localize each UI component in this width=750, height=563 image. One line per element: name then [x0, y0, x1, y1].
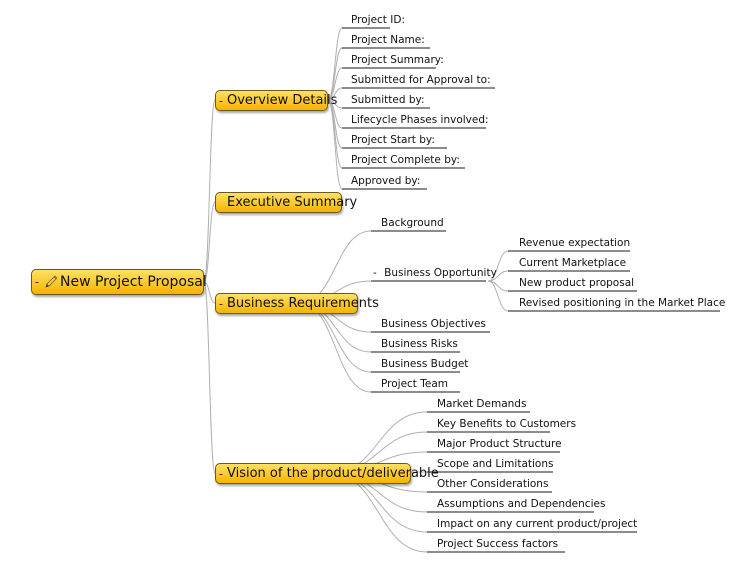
opportunity-item[interactable]: New product proposal — [519, 277, 635, 289]
branch-vision[interactable]: - Vision of the product/deliverable — [215, 463, 439, 484]
vision-item[interactable]: Assumptions and Dependencies — [437, 498, 606, 510]
overview-item[interactable]: Project ID: — [351, 14, 405, 26]
business-item[interactable]: Business Risks — [381, 338, 458, 350]
connector-root-overview — [203, 99, 216, 283]
opportunity-item[interactable]: Revenue expectation — [519, 237, 631, 249]
vision-item[interactable]: Other Considerations — [437, 478, 549, 490]
opportunity-item[interactable]: Revised positioning in the Market Place — [519, 297, 726, 309]
collapse-toggle[interactable]: - — [219, 94, 223, 107]
branch-executive-summary[interactable]: Executive Summary — [215, 192, 357, 213]
branch-label: Overview Details — [227, 93, 338, 108]
vision-item[interactable]: Major Product Structure — [437, 438, 562, 450]
business-item[interactable]: Business Objectives — [381, 318, 486, 330]
connector-overview-item — [327, 87, 343, 101]
root-label: New Project Proposal — [60, 274, 207, 290]
vision-item[interactable]: Project Success factors — [437, 538, 559, 550]
connector-overview-item — [327, 27, 343, 101]
collapse-toggle[interactable]: - — [373, 267, 377, 279]
connector-opportunity-item — [487, 250, 509, 282]
connector-root-business — [203, 281, 216, 304]
overview-item[interactable]: Project Start by: — [351, 134, 435, 146]
overview-item[interactable]: Approved by: — [351, 175, 421, 187]
opportunity-item[interactable]: Current Marketplace — [519, 257, 627, 269]
overview-item[interactable]: Project Summary: — [351, 54, 444, 66]
business-item-opportunity[interactable]: - Business Opportunity — [373, 267, 497, 279]
branch-label: Executive Summary — [227, 195, 358, 210]
vision-item[interactable]: Market Demands — [437, 398, 527, 410]
collapse-toggle[interactable]: - — [219, 467, 223, 480]
branch-label: Business Requirements — [227, 296, 379, 311]
connector-opportunity-item — [487, 280, 509, 312]
vision-item[interactable]: Impact on any current product/project — [437, 518, 638, 530]
overview-item[interactable]: Project Name: — [351, 34, 425, 46]
vision-item[interactable]: Key Benefits to Customers — [437, 418, 577, 430]
root-node[interactable]: - New Project Proposal — [31, 269, 207, 295]
connector-business-item — [299, 302, 372, 393]
branch-overview-details[interactable]: - Overview Details — [215, 90, 337, 111]
connector-overview-item — [327, 99, 343, 169]
connector-vision-item — [329, 472, 428, 553]
overview-item[interactable]: Submitted by: — [351, 94, 425, 106]
vision-item[interactable]: Scope and Limitations — [437, 458, 554, 470]
connector-opportunity-item — [487, 270, 509, 282]
connector-overview-item — [327, 99, 343, 190]
overview-item[interactable]: Project Complete by: — [351, 154, 460, 166]
connector-root-executive — [203, 201, 216, 283]
branch-business-requirements[interactable]: - Business Requirements — [215, 293, 379, 314]
branch-label: Vision of the product/deliverable — [227, 466, 439, 481]
connector-overview-item — [327, 67, 343, 101]
connector-root-vision — [203, 281, 216, 474]
collapse-toggle[interactable]: - — [35, 275, 39, 289]
business-item[interactable]: Business Budget — [381, 358, 469, 370]
pencil-icon — [44, 275, 58, 289]
business-item[interactable]: Background — [381, 217, 444, 229]
collapse-toggle[interactable]: - — [219, 297, 223, 310]
overview-item[interactable]: Lifecycle Phases involved: — [351, 114, 489, 126]
business-item[interactable]: Project Team — [381, 378, 449, 390]
overview-item[interactable]: Submitted for Approval to: — [351, 74, 491, 86]
